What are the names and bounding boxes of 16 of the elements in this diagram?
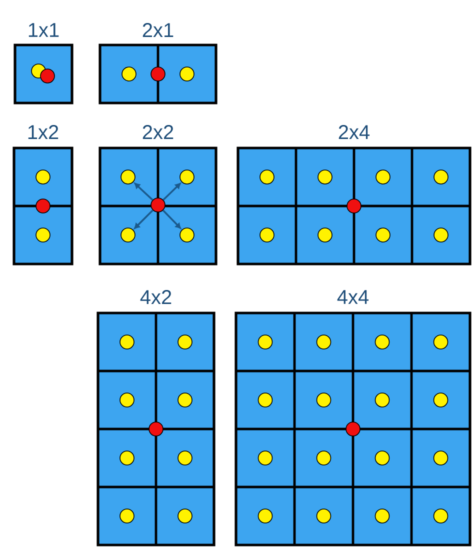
dot <box>180 170 194 184</box>
grid-label: 2x1 <box>142 23 174 37</box>
arrow <box>162 210 182 229</box>
grid-label: 1x1 <box>28 23 59 37</box>
dot <box>120 228 136 242</box>
grid-label: 2x4 <box>338 125 370 139</box>
arrow <box>162 182 181 200</box>
grid-label: 2x2 <box>142 125 174 139</box>
grid-label: 1x2 <box>28 125 58 139</box>
dot <box>120 170 136 184</box>
arrow <box>134 182 154 201</box>
arrow <box>134 210 154 229</box>
dot <box>180 228 194 242</box>
grid-label: 4x4 <box>337 290 369 304</box>
dot <box>150 198 166 212</box>
grid-label: 4x2 <box>140 290 172 304</box>
